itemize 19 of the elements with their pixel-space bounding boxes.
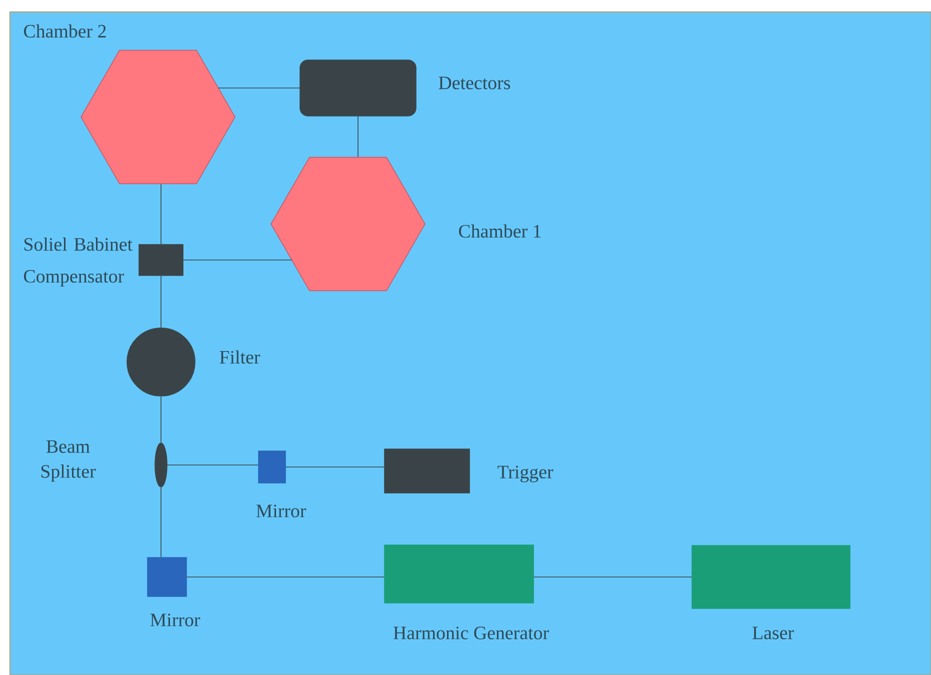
component-label: Soliel Babinet Compensator: [24, 237, 132, 287]
connector-line: [160, 487, 162, 558]
component-label: Harmonic Generator: [394, 626, 549, 640]
connector-line: [160, 276, 162, 328]
component-label: Chamber 2: [24, 24, 106, 38]
component-label: Laser: [752, 626, 794, 640]
component-label: Detectors: [438, 76, 510, 90]
connector-line: [534, 576, 692, 578]
connector-line: [186, 576, 384, 578]
connector-line: [167, 464, 258, 466]
component-label: Mirror: [150, 614, 200, 626]
component-label: Filter: [220, 350, 260, 364]
connector-line: [160, 184, 162, 244]
component-label: Trigger: [498, 466, 554, 482]
component-label: Chamber 1: [458, 224, 541, 238]
connector-line: [160, 396, 162, 443]
component-label: Beam Splitter: [41, 440, 96, 482]
component-label: Mirror: [256, 504, 306, 518]
connector-line: [286, 466, 384, 468]
